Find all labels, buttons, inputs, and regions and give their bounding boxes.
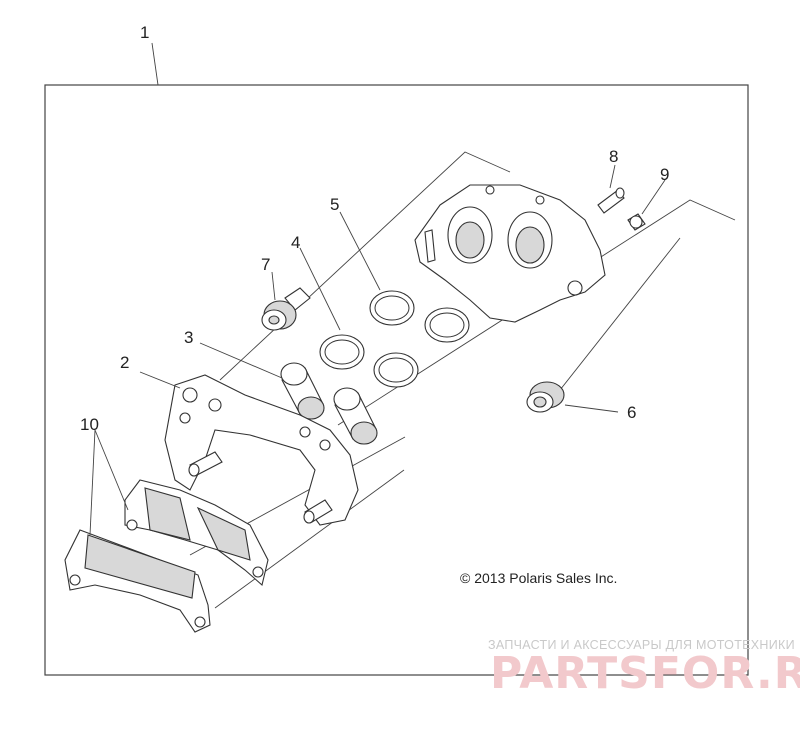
- copyright-text: © 2013 Polaris Sales Inc.: [460, 570, 617, 586]
- diagram-frame: [44, 84, 749, 676]
- callout-4: 4: [291, 233, 300, 252]
- callout-1: 1: [140, 23, 149, 42]
- brake-pad-rear: [124, 479, 269, 587]
- watermark-brand: PARTSFOR.RU: [490, 648, 800, 699]
- callout-7: 7: [261, 255, 270, 274]
- callout-2: 2: [120, 353, 129, 372]
- guide-lines: [189, 151, 736, 609]
- callout-10: 10: [80, 415, 99, 434]
- callout-8: 8: [609, 147, 618, 166]
- seals-4: [319, 334, 419, 388]
- callout-3: 3: [184, 328, 193, 347]
- bleeder-screw: [597, 187, 625, 214]
- callout-9: 9: [660, 165, 669, 184]
- leader-1: [151, 42, 159, 86]
- caliper-body: [414, 184, 606, 323]
- brake-pad-front: [64, 529, 211, 633]
- caliper-bracket: [164, 374, 359, 526]
- leaders: [89, 164, 666, 536]
- seals-5: [369, 290, 470, 343]
- pistons-3: [280, 362, 378, 445]
- pin-boot-6: [526, 381, 565, 413]
- pin-boot-7: [261, 287, 311, 331]
- watermark-tagline: ЗАПЧАСТИ И АКСЕССУАРЫ ДЛЯ МОТОТЕХНИКИ: [488, 638, 795, 652]
- bleeder-cap: [627, 213, 646, 231]
- callout-5: 5: [330, 195, 339, 214]
- callout-6: 6: [627, 403, 636, 422]
